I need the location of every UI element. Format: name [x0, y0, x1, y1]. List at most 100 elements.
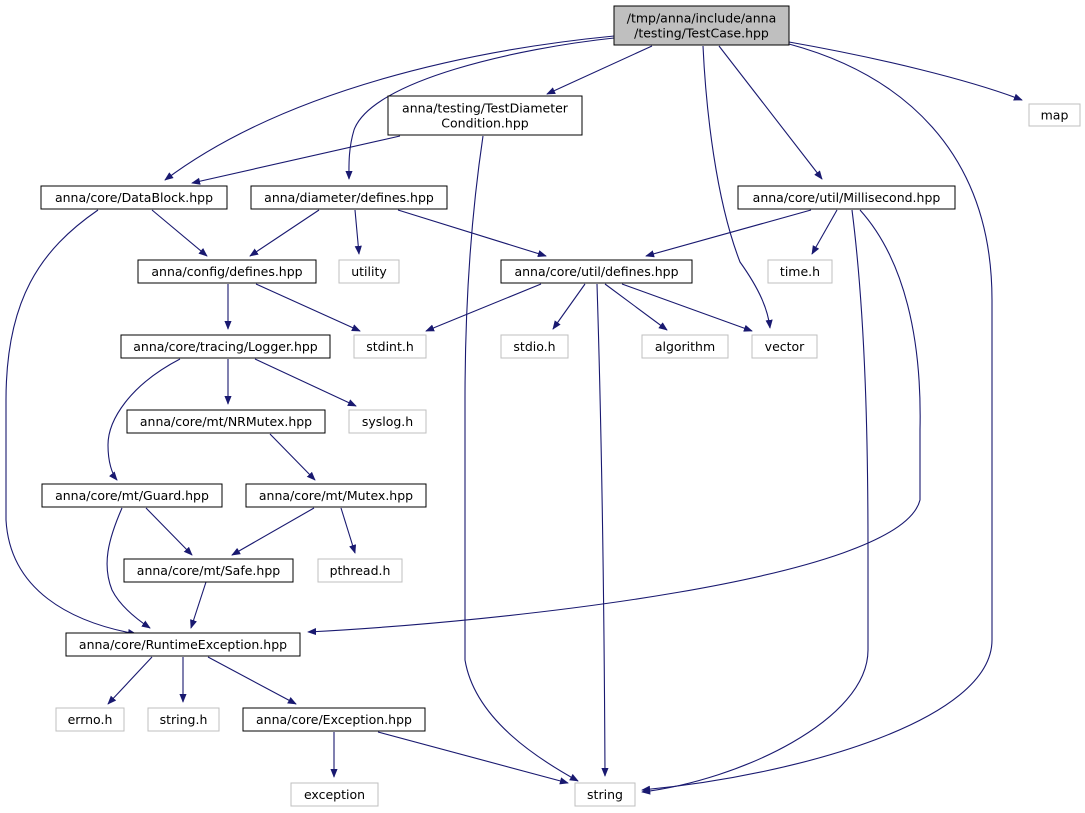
node-label: map [1041, 108, 1069, 123]
node-box [120, 334, 331, 359]
edge-mutex-to-safe [231, 507, 315, 556]
node-label: vector [765, 339, 806, 354]
edge-arrow [231, 507, 315, 556]
node-box [317, 558, 403, 583]
node-label: anna/testing/TestDiameter [402, 101, 569, 116]
node-stringh: string.h [147, 707, 220, 732]
node-syslog: syslog.h [348, 409, 427, 434]
node-label: anna/core/tracing/Logger.hpp [133, 339, 318, 354]
node-label: anna/core/mt/Mutex.hpp [259, 488, 413, 503]
node-safe[interactable]: anna/core/mt/Safe.hpp [123, 558, 294, 583]
node-box [1028, 103, 1081, 127]
edge-arrow [645, 209, 812, 258]
edge-tdc-to-string [464, 135, 579, 782]
node-diamdef[interactable]: anna/diameter/defines.hpp [250, 185, 448, 210]
edge-logger-to-guard [107, 358, 181, 481]
node-box [500, 259, 693, 284]
edge-arrow [307, 209, 921, 636]
node-box [353, 334, 427, 359]
edge-millis-to-utildef [645, 209, 812, 258]
node-box [500, 334, 569, 359]
edge-root-to-millis [718, 45, 823, 180]
node-pthread: pthread.h [317, 558, 403, 583]
node-label: Condition.hpp [441, 116, 528, 131]
node-box [147, 707, 220, 732]
node-box [737, 185, 956, 210]
node-box [55, 707, 125, 732]
edge-arrow [811, 209, 838, 255]
edge-arrow [641, 209, 869, 795]
edge-utildef-to-algorithm [604, 283, 668, 331]
edge-root-to-datablock [164, 35, 615, 181]
edge-root-to-vector [702, 45, 773, 329]
node-rtex[interactable]: anna/core/RuntimeException.hpp [65, 632, 301, 657]
node-box [387, 95, 583, 136]
node-label: time.h [780, 264, 820, 279]
edge-arrow [788, 41, 1023, 101]
edge-utildef-to-vector [621, 283, 753, 332]
node-label: anna/diameter/defines.hpp [264, 190, 434, 205]
node-box [41, 483, 223, 508]
node-label: anna/core/util/Millisecond.hpp [753, 190, 941, 205]
node-mutex[interactable]: anna/core/mt/Mutex.hpp [245, 483, 427, 508]
edge-root-to-string [641, 43, 993, 793]
node-exc[interactable]: anna/core/Exception.hpp [242, 707, 426, 732]
node-label: algorithm [655, 339, 715, 354]
node-label: errno.h [68, 712, 113, 727]
edge-rtex-to-errno [107, 656, 153, 705]
node-datablock[interactable]: anna/core/DataBlock.hpp [40, 185, 228, 210]
edge-arrow [377, 731, 569, 785]
node-label: /testing/TestCase.hpp [634, 26, 769, 41]
node-root[interactable]: /tmp/anna/include/anna/testing/TestCase.… [613, 5, 790, 46]
node-label: anna/core/DataBlock.hpp [55, 190, 213, 205]
node-box [250, 185, 448, 210]
node-label: anna/core/RuntimeException.hpp [79, 637, 287, 652]
edge-arrow [106, 507, 151, 629]
edge-arrow [354, 209, 362, 255]
node-guard[interactable]: anna/core/mt/Guard.hpp [41, 483, 223, 508]
node-millis[interactable]: anna/core/util/Millisecond.hpp [737, 185, 956, 210]
node-box [65, 632, 301, 657]
edge-millis-to-timeh [811, 209, 838, 255]
edge-diamdef-to-configdef [249, 209, 320, 257]
node-box [338, 259, 400, 284]
node-box [290, 782, 379, 807]
edge-arrow [269, 433, 316, 481]
node-errno: errno.h [55, 707, 125, 732]
node-label: anna/core/mt/Safe.hpp [137, 563, 280, 578]
node-label: pthread.h [330, 563, 391, 578]
edge-arrow [254, 358, 357, 407]
edge-datablock-to-rtex [5, 209, 137, 637]
node-utildef[interactable]: anna/core/util/defines.hpp [500, 259, 693, 284]
edge-arrow [191, 135, 401, 185]
node-timeh: time.h [767, 259, 833, 284]
node-configdef[interactable]: anna/config/defines.hpp [137, 259, 317, 284]
edge-arrow [596, 283, 609, 777]
edge-mutex-to-pthread [340, 507, 357, 554]
edges-layer [5, 35, 1023, 795]
edge-arrow [207, 656, 297, 705]
edge-arrow [641, 43, 993, 793]
edge-diamdef-to-utility [354, 209, 362, 255]
edge-datablock-to-configdef [151, 209, 208, 257]
edge-configdef-to-stdint [255, 283, 361, 332]
edge-arrow [425, 283, 542, 332]
node-box [245, 483, 427, 508]
node-label: exception [304, 787, 365, 802]
node-box [40, 185, 228, 210]
edge-arrow [107, 358, 181, 481]
nodes-layer: /tmp/anna/include/anna/testing/TestCase.… [40, 5, 1081, 807]
node-box [242, 707, 426, 732]
edge-arrow [164, 35, 615, 181]
node-nrmutex[interactable]: anna/core/mt/NRMutex.hpp [126, 409, 326, 434]
edge-arrow [107, 656, 153, 705]
node-map: map [1028, 103, 1081, 127]
node-label: anna/core/mt/Guard.hpp [55, 488, 209, 503]
edge-tdc-to-datablock [191, 135, 401, 185]
node-label: anna/core/mt/NRMutex.hpp [140, 414, 312, 429]
node-logger[interactable]: anna/core/tracing/Logger.hpp [120, 334, 331, 359]
edge-guard-to-rtex [106, 507, 151, 629]
edge-guard-to-safe [145, 507, 193, 556]
node-box [137, 259, 317, 284]
